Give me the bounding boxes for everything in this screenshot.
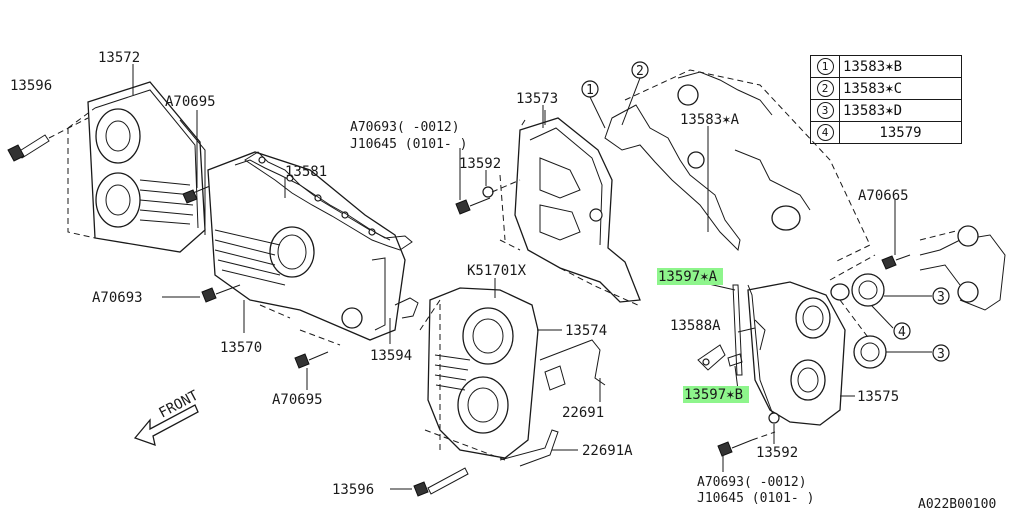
label-13592-bottom: 13592 <box>756 445 798 461</box>
label-a70693-left: A70693 <box>92 290 143 306</box>
label-13574: 13574 <box>565 323 607 339</box>
svg-text:2: 2 <box>636 64 644 79</box>
legend-part-number: 13583✶B <box>839 55 962 78</box>
label-j10645-mid: J10645 (0101- ) <box>350 137 467 152</box>
right-small-parts <box>830 225 1006 369</box>
legend-callout-number: 3 <box>816 102 834 119</box>
label-a70693-bottom: A70693( -0012) <box>697 475 807 490</box>
cover-13570 <box>207 151 406 341</box>
svg-text:4: 4 <box>898 325 906 340</box>
label-13570: 13570 <box>220 340 262 356</box>
svg-text:3: 3 <box>937 290 945 305</box>
legend-callout-number: 1 <box>816 58 834 75</box>
legend-row: 3 13583✶D <box>810 99 962 122</box>
legend-part-number: 13583✶D <box>839 99 962 122</box>
legend-table: 1 13583✶B 2 13583✶C 3 13583✶D 4 13579 <box>810 55 962 144</box>
cover-13572 <box>87 81 206 253</box>
label-13581: 13581 <box>285 164 327 180</box>
diagram-code: A022B00100 <box>918 497 996 511</box>
legend-row: 2 13583✶C <box>810 77 962 100</box>
label-13575: 13575 <box>857 389 899 405</box>
label-a70665: A70665 <box>858 188 909 204</box>
label-13588a: 13588A <box>670 318 721 334</box>
legend-part-number: 13583✶C <box>839 77 962 100</box>
bolt-13596-bottom <box>413 467 469 497</box>
gasket-13581 <box>244 151 413 251</box>
label-j10645-bottom: J10645 (0101- ) <box>697 491 814 506</box>
label-13592-mid: 13592 <box>459 156 501 172</box>
cover-13574 <box>427 287 539 459</box>
plate-13588a <box>697 319 766 371</box>
legend-callout-number: 4 <box>816 124 834 141</box>
bracket-22691a <box>499 429 559 467</box>
cover-13575 <box>747 281 846 426</box>
label-13596-top: 13596 <box>10 78 52 94</box>
label-a70693-mid: A70693( -0012) <box>350 120 460 135</box>
label-a70695-bottom: A70695 <box>272 392 323 408</box>
front-arrow <box>133 404 199 446</box>
legend-callout-number: 2 <box>816 80 834 97</box>
cover-13573 <box>514 110 641 303</box>
bolt-13596-top <box>7 117 89 162</box>
callout-4: 4 <box>893 322 911 340</box>
label-13597b: 13597✶B <box>684 387 743 403</box>
legend-row: 4 13579 <box>810 121 962 144</box>
label-13572: 13572 <box>98 50 140 66</box>
label-13573: 13573 <box>516 91 558 107</box>
seal-13597a <box>732 284 743 376</box>
label-22691a: 22691A <box>582 443 633 459</box>
callout-1: 1 <box>581 80 599 98</box>
bolt-a70695-top <box>182 185 211 204</box>
legend-row: 1 13583✶B <box>810 55 962 78</box>
svg-text:3: 3 <box>937 347 945 362</box>
engine-block-outline <box>624 69 871 263</box>
callout-3a: 3 <box>932 287 950 305</box>
gasket-set <box>604 104 741 252</box>
bolt-13592-mid <box>455 186 494 215</box>
label-13596-bottom: 13596 <box>332 482 374 498</box>
bolt-a70693-left <box>201 284 241 303</box>
label-k51701x: K51701X <box>467 263 527 279</box>
bracket-22691 <box>539 339 606 391</box>
svg-text:1: 1 <box>586 83 594 98</box>
callout-3b: 3 <box>932 344 950 362</box>
seal-13597b <box>727 353 743 367</box>
label-13583a: 13583✶A <box>680 112 740 128</box>
bolt-a70695-bottom <box>294 351 329 369</box>
legend-part-number: 13579 <box>839 121 962 144</box>
highlight-13597b <box>683 386 749 403</box>
label-22691: 22691 <box>562 405 604 421</box>
label-a70695-top: A70695 <box>165 94 216 110</box>
callout-2: 2 <box>631 61 649 79</box>
label-13594: 13594 <box>370 348 412 364</box>
label-13597a: 13597✶A <box>658 269 718 285</box>
bracket-13594 <box>371 257 419 331</box>
bolt-13592-bottom <box>717 412 780 457</box>
highlight-13597a <box>657 268 723 285</box>
